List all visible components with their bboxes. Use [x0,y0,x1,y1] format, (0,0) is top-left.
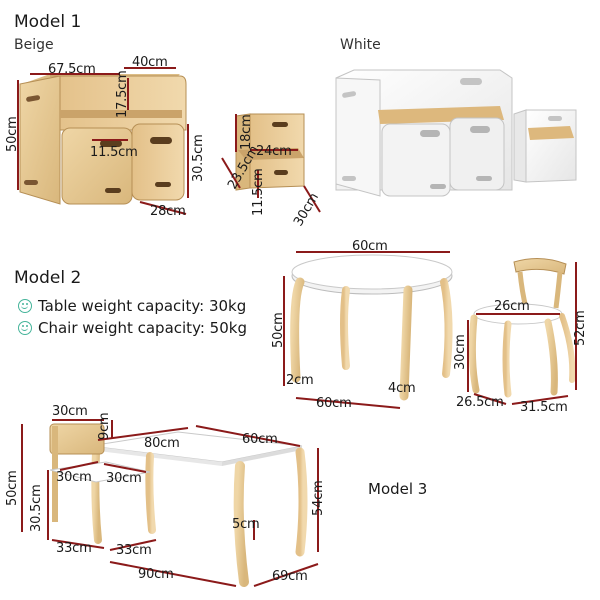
model3-dim-chair-seat-d: 30cm [106,471,142,486]
model2-title: Model 2 [14,268,82,288]
model2-dim-chair-width: 31.5cm [520,400,568,415]
model3-dim-chair-back-w: 30cm [52,404,88,419]
model2-chair [468,258,576,398]
model3-dim-table-depth: 60cm [242,432,278,447]
model2-dim-chair-height: 52cm [573,310,588,346]
chair-capacity-line: Chair weight capacity: 50kg [18,321,247,336]
chair-capacity-text: Chair weight capacity: 50kg [38,319,247,337]
model1-dim-cube-depth: 28cm [150,204,186,219]
model2-dim-leg-top: 2cm [286,373,314,388]
model3-dim-table-base-w: 90cm [138,567,174,582]
model1-variant-beige: Beige [14,37,54,53]
model3-table [89,431,308,587]
model1-variant-white: White [340,37,381,53]
model3-dim-table-width: 80cm [144,436,180,451]
model1-dim-height: 50cm [5,116,20,152]
table-capacity-line: Table weight capacity: 30kg [18,299,246,314]
model1-dim-chair-seat-h: 11.5cm [251,168,266,216]
model3-dim-leg: 5cm [232,517,260,532]
model3-dim-chair-base-w: 33cm [56,541,92,556]
model3-dimension-lines [21,419,319,587]
model1-dim-chair-width: 24cm [256,144,292,159]
model2-dim-chair-seat: 26cm [494,299,530,314]
model1-dim-back: 17.5cm [115,70,130,118]
model3-dim-chair-back-h: 9cm [97,412,112,440]
model2-dimension-lines [283,251,577,409]
model2-dim-table-height: 50cm [271,312,286,348]
smiley-icon [18,321,32,335]
model2-dim-chair-depth: 26.5cm [456,395,504,410]
model2-dim-chair-seat-h: 30cm [453,334,468,370]
model1-dim-width: 67.5cm [48,62,96,77]
model1-dim-cube-width: 11.5cm [90,145,138,160]
model3-dim-chair-seat-w: 30cm [56,470,92,485]
model2-dim-table-diameter: 60cm [352,239,388,254]
table-capacity-text: Table weight capacity: 30kg [38,297,247,315]
model3-dim-chair-height: 50cm [5,470,20,506]
model1-beige-desk [19,74,187,205]
model1-dimension-lines [17,67,321,215]
model3-dim-table-base-d: 69cm [272,569,308,584]
model1-dim-depth: 40cm [132,55,168,70]
model1-dim-cube-height: 30.5cm [191,134,206,182]
smiley-icon [18,299,32,313]
model2-dim-table-base: 60cm [316,396,352,411]
model3-dim-table-height: 54cm [311,480,326,516]
model1-white-chair [513,109,577,183]
model3-title: Model 3 [368,480,428,498]
model3-dim-chair-seat-h: 30.5cm [29,484,44,532]
model1-white-desk [335,69,513,197]
model1-title: Model 1 [14,12,82,32]
model2-dim-leg-bottom: 4cm [388,381,416,396]
model2-round-table [290,254,453,401]
model3-dim-chair-base-d: 33cm [116,543,152,558]
